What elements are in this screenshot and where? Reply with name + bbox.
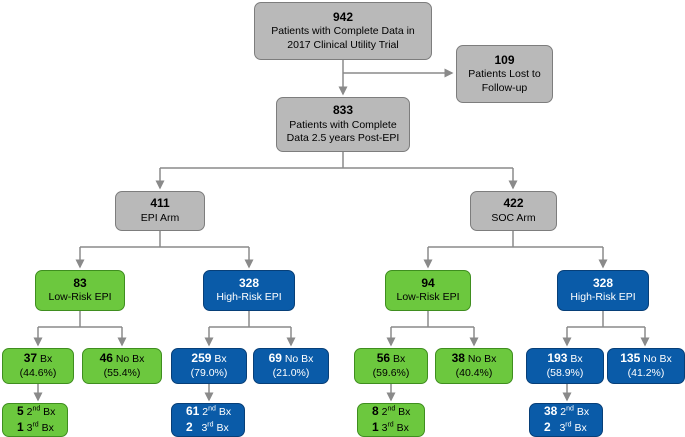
second-bx-count: 38 — [544, 404, 558, 419]
complete-data-box: 833 Patients with Complete Data 2.5 year… — [276, 97, 410, 152]
bx-label: Bx — [570, 353, 583, 366]
third-bx-count: 1 — [17, 420, 24, 434]
epi-low-risk-label: Low-Risk EPI — [48, 291, 112, 304]
bx-word: Bx — [398, 406, 411, 419]
soc-high-bx-count: 193 — [547, 351, 568, 366]
soc-high-rebiopsy-box: 38 2nd Bx 2 3rd Bx — [529, 403, 603, 437]
bx-label: Bx — [393, 353, 406, 366]
third-bx-count: 2 — [186, 420, 193, 434]
bx-word: Bx — [574, 422, 587, 434]
epi-high-bx-count: 259 — [191, 351, 212, 366]
total-patients-label-2: 2017 Clinical Utility Trial — [287, 38, 399, 51]
soc-low-nobx-pct: (40.4%) — [455, 367, 493, 379]
epi-low-risk-count: 83 — [73, 275, 87, 290]
soc-high-bx-pct: (58.9%) — [546, 367, 584, 379]
bx-word: Bx — [396, 422, 409, 434]
bx-label: Bx — [214, 353, 227, 366]
epi-high-risk-count: 328 — [238, 275, 260, 290]
soc-high-nobx-pct: (41.2%) — [627, 367, 665, 379]
nobx-label: No Bx — [643, 353, 672, 366]
epi-high-nobx-count: 69 — [268, 351, 282, 366]
second-ordinal: 2nd — [560, 405, 574, 419]
nobx-label: No Bx — [467, 353, 497, 366]
epi-arm-box: 411 EPI Arm — [115, 191, 205, 231]
second-bx-count: 61 — [186, 404, 200, 419]
soc-high-bx-box: 193 Bx (58.9%) — [526, 348, 604, 384]
third-ordinal: 3rd — [201, 421, 214, 435]
epi-arm-count: 411 — [150, 196, 170, 211]
bx-word: Bx — [218, 406, 232, 419]
epi-high-nobx-box: 69 No Bx (21.0%) — [253, 348, 329, 384]
second-ordinal: 2nd — [381, 405, 396, 419]
epi-low-risk-box: 83 Low-Risk EPI — [35, 270, 125, 311]
total-patients-label-1: Patients with Complete Data in — [271, 25, 415, 38]
second-ordinal: 2nd — [26, 405, 41, 419]
bx-word: Bx — [576, 406, 590, 419]
epi-high-risk-label: High-Risk EPI — [216, 291, 282, 304]
soc-low-bx-pct: (59.6%) — [372, 367, 410, 379]
soc-high-nobx-box: 135 No Bx (41.2%) — [607, 348, 685, 384]
epi-high-risk-box: 328 High-Risk EPI — [203, 270, 295, 311]
third-ordinal: 3rd — [381, 421, 394, 435]
soc-low-risk-box: 94 Low-Risk EPI — [385, 270, 471, 311]
soc-high-risk-count: 328 — [592, 275, 614, 290]
complete-count: 833 — [332, 103, 354, 118]
epi-low-nobx-box: 46 No Bx (55.4%) — [82, 348, 162, 384]
epi-high-rebiopsy-box: 61 2nd Bx 2 3rd Bx — [171, 403, 245, 437]
third-ordinal: 3rd — [559, 421, 572, 435]
epi-high-bx-box: 259 Bx (79.0%) — [171, 348, 247, 384]
bx-word: Bx — [41, 422, 54, 434]
epi-high-nobx-pct: (21.0%) — [272, 367, 310, 379]
second-bx-count: 5 — [17, 404, 24, 419]
lost-label-1: Patients Lost to — [468, 68, 541, 81]
third-bx-count: 2 — [544, 420, 551, 434]
epi-low-bx-count: 37 — [23, 351, 38, 366]
soc-low-bx-count: 56 — [376, 351, 391, 366]
lost-label-2: Follow-up — [481, 81, 528, 94]
soc-low-nobx-box: 38 No Bx (40.4%) — [435, 348, 513, 384]
second-bx-count: 8 — [372, 404, 379, 419]
epi-high-bx-pct: (79.0%) — [190, 367, 228, 379]
soc-low-risk-count: 94 — [421, 275, 435, 290]
soc-arm-box: 422 SOC Arm — [470, 191, 557, 231]
nobx-label: No Bx — [115, 353, 145, 366]
complete-label-1: Patients with Complete — [289, 118, 397, 131]
lost-followup-box: 109 Patients Lost to Follow-up — [456, 45, 553, 103]
third-bx-count: 1 — [372, 420, 379, 434]
bx-word: Bx — [43, 406, 56, 419]
bx-label: Bx — [40, 353, 53, 366]
soc-low-bx-box: 56 Bx (59.6%) — [354, 348, 428, 384]
soc-low-nobx-count: 38 — [451, 351, 465, 366]
lost-count: 109 — [494, 52, 515, 67]
total-patients-count: 942 — [332, 9, 354, 24]
nobx-label: No Bx — [284, 353, 314, 366]
epi-low-bx-pct: (44.6%) — [19, 367, 57, 379]
second-ordinal: 2nd — [202, 405, 216, 419]
epi-low-nobx-count: 46 — [99, 351, 113, 366]
bx-word: Bx — [216, 422, 229, 434]
soc-high-risk-box: 328 High-Risk EPI — [557, 270, 649, 311]
epi-arm-label: EPI Arm — [140, 211, 180, 224]
soc-high-nobx-count: 135 — [620, 351, 641, 366]
third-ordinal: 3rd — [26, 421, 39, 435]
epi-low-nobx-pct: (55.4%) — [103, 367, 141, 379]
soc-arm-label: SOC Arm — [491, 211, 536, 224]
soc-low-rebiopsy-box: 8 2nd Bx 1 3rd Bx — [357, 403, 425, 437]
soc-high-risk-label: High-Risk EPI — [570, 291, 636, 304]
epi-low-bx-box: 37 Bx (44.6%) — [2, 348, 74, 384]
total-patients-box: 942 Patients with Complete Data in 2017 … — [254, 2, 432, 60]
complete-label-2: Data 2.5 years Post-EPI — [286, 132, 400, 145]
soc-arm-count: 422 — [503, 196, 524, 211]
soc-low-risk-label: Low-Risk EPI — [396, 291, 460, 304]
